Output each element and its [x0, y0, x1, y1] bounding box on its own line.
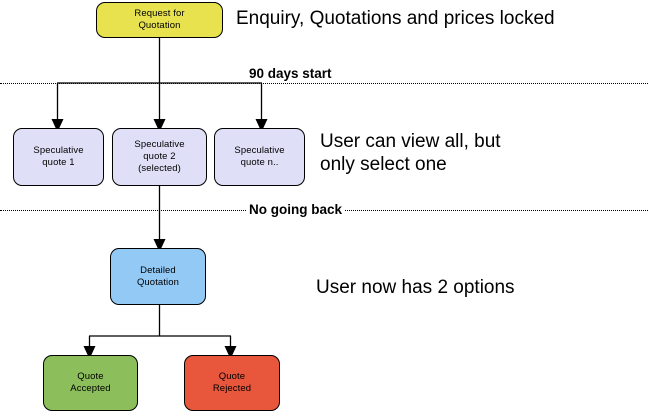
node-quote-accepted[interactable]: Quote Accepted	[43, 355, 138, 411]
annotation-prices-locked: Enquiry, Quotations and prices locked	[236, 8, 555, 29]
annotation-two-options: User now has 2 options	[316, 277, 515, 298]
node-detailed-quotation[interactable]: Detailed Quotation	[110, 248, 206, 305]
node-speculative-quote-1[interactable]: Speculative quote 1	[13, 128, 104, 186]
node-quote-rejected[interactable]: Quote Rejected	[184, 355, 280, 411]
separator-label-no-going-back: No going back	[247, 202, 345, 217]
separator-line-90-days	[0, 83, 648, 84]
separator-label-90-days: 90 days start	[247, 66, 334, 81]
node-request-for-quotation[interactable]: Request for Quotation	[96, 2, 223, 38]
annotation-view-all-select-one: User can view all, but only select one	[320, 131, 501, 175]
node-speculative-quote-2-selected[interactable]: Speculative quote 2 (selected)	[112, 128, 207, 186]
node-speculative-quote-n[interactable]: Speculative quote n..	[214, 128, 305, 186]
